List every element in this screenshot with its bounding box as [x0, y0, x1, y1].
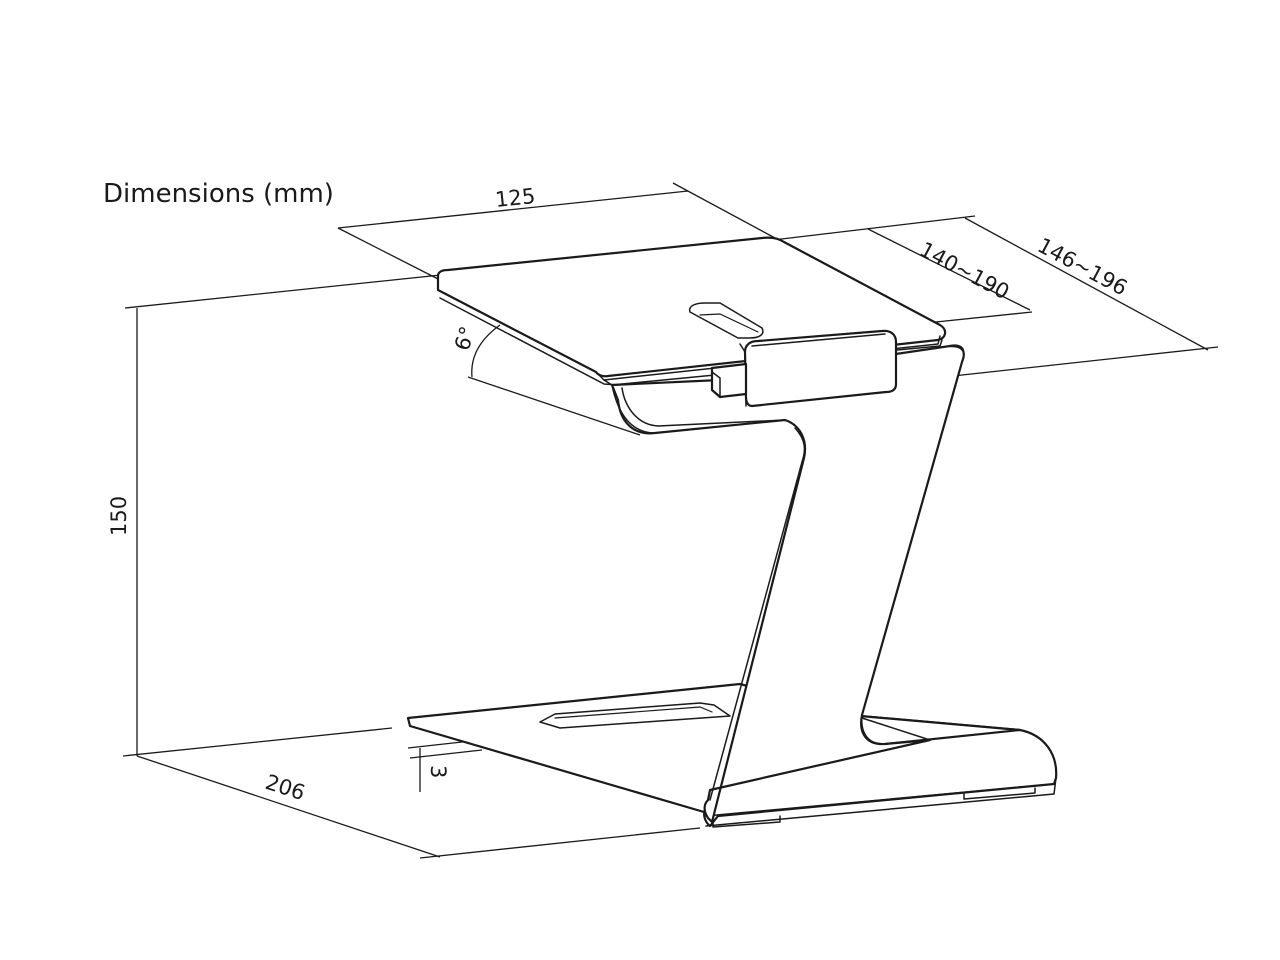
top-slot-inner — [699, 313, 759, 333]
top-plate-right-lip — [896, 339, 943, 351]
clamp-bracket — [743, 329, 898, 408]
column-edge-highlight — [709, 427, 806, 801]
dim-line-base-depth — [136, 755, 441, 858]
top-plate-front-lip — [603, 374, 716, 386]
stand-body — [406, 236, 1058, 828]
base-cutout — [539, 702, 731, 729]
base-right-edge — [705, 783, 1055, 817]
label-tilt-angle: 6° — [450, 323, 480, 353]
base-bottom-edge — [705, 777, 1057, 827]
dim-line-depth-inner — [867, 228, 1031, 311]
extension-line-height-bottom — [122, 727, 393, 757]
top-curve-inner — [621, 387, 786, 427]
top-slot — [688, 302, 764, 339]
label-thickness: 3 — [426, 765, 450, 778]
label-depth-inner: 140~190 — [916, 237, 1014, 304]
column-front — [610, 344, 965, 824]
label-height: 150 — [107, 496, 131, 536]
drawing-title: Dimensions (mm) — [103, 179, 334, 209]
foot-front — [712, 815, 781, 828]
label-top-width: 125 — [494, 184, 536, 212]
dim-line-depth-outer — [964, 217, 1209, 351]
angle-arc — [471, 324, 501, 378]
column-foot-edge — [861, 717, 931, 741]
extension-line-top-width-right — [672, 182, 776, 239]
dim-line-top-width — [337, 190, 689, 229]
extension-line-depth-top — [772, 215, 976, 241]
base-front-edge — [409, 725, 705, 813]
clamp-tab-edge — [711, 371, 721, 398]
foot-back — [963, 787, 1036, 800]
column-edge-inner — [711, 419, 806, 823]
top-curve — [611, 384, 656, 434]
clamp-tab — [710, 362, 748, 399]
base-cutout-inner — [554, 706, 713, 719]
extension-line-base-depth — [419, 827, 701, 859]
label-depth-outer: 146~196 — [1034, 233, 1132, 300]
clamp-top-edge — [751, 333, 886, 347]
extension-line-thickness-bottom — [409, 749, 483, 759]
angle-reference-line — [467, 376, 641, 436]
column-foot-curve — [861, 714, 889, 745]
extension-line-top-width-left — [337, 227, 441, 281]
